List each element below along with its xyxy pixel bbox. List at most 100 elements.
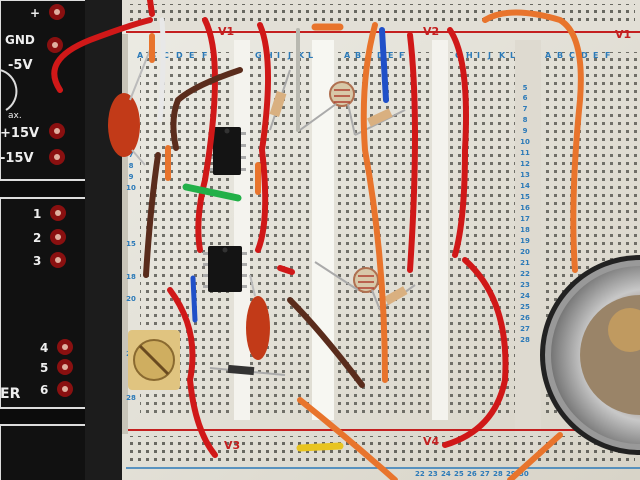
binding-post[interactable] bbox=[49, 123, 65, 139]
svg-text:8: 8 bbox=[129, 162, 134, 170]
svg-text:15: 15 bbox=[520, 193, 530, 201]
svg-text:28: 28 bbox=[520, 336, 530, 344]
panel-minus5-label: -5V bbox=[8, 58, 33, 73]
svg-text:K: K bbox=[499, 51, 506, 60]
svg-text:25: 25 bbox=[520, 303, 530, 311]
resistor bbox=[269, 69, 291, 131]
row-numbers-middle: 5 6 7 8 9 10 11 12 13 14 15 16 17 18 19 … bbox=[520, 84, 530, 344]
potentiometer[interactable] bbox=[128, 330, 180, 390]
photoresistor-lower bbox=[314, 261, 381, 311]
svg-text:27: 27 bbox=[520, 325, 530, 333]
knob-scale bbox=[0, 69, 18, 111]
svg-text:29: 29 bbox=[506, 470, 516, 478]
svg-text:26: 26 bbox=[467, 470, 477, 478]
svg-text:F: F bbox=[202, 51, 207, 60]
svg-text:24: 24 bbox=[520, 292, 530, 300]
svg-text:10: 10 bbox=[126, 184, 136, 192]
svg-text:6: 6 bbox=[523, 94, 528, 102]
wires-misc bbox=[157, 17, 389, 452]
capacitor-lower bbox=[246, 274, 270, 360]
panel-number-1: 1 bbox=[33, 207, 41, 221]
svg-text:A: A bbox=[545, 51, 552, 60]
red-wire bbox=[447, 27, 469, 258]
svg-text:B: B bbox=[355, 51, 361, 60]
svg-text:13: 13 bbox=[520, 171, 530, 179]
svg-text:23: 23 bbox=[428, 470, 438, 478]
rail-label-v1: V1 bbox=[218, 25, 234, 38]
svg-text:D: D bbox=[176, 51, 183, 60]
svg-text:28: 28 bbox=[126, 394, 136, 402]
svg-text:7: 7 bbox=[129, 151, 134, 159]
svg-text:20: 20 bbox=[126, 295, 136, 303]
svg-text:J: J bbox=[287, 51, 291, 60]
svg-text:18: 18 bbox=[126, 273, 136, 281]
wires-brown bbox=[143, 67, 365, 388]
red-wire bbox=[167, 287, 218, 458]
svg-text:25: 25 bbox=[454, 470, 464, 478]
binding-post[interactable] bbox=[57, 381, 73, 397]
svg-text:26: 26 bbox=[520, 314, 530, 322]
svg-text:17: 17 bbox=[520, 215, 530, 223]
svg-text:E: E bbox=[593, 51, 598, 60]
speaker bbox=[540, 255, 640, 455]
ic-chip-lower bbox=[203, 246, 247, 292]
svg-text:B: B bbox=[557, 51, 563, 60]
svg-text:21: 21 bbox=[520, 259, 530, 267]
panel-partial-word: ER bbox=[0, 386, 21, 402]
svg-text:G: G bbox=[255, 51, 262, 60]
binding-post[interactable] bbox=[49, 4, 65, 20]
panel-number-4: 4 bbox=[40, 341, 48, 355]
svg-text:I: I bbox=[477, 51, 480, 60]
svg-text:E: E bbox=[388, 51, 393, 60]
svg-text:8: 8 bbox=[523, 116, 528, 124]
red-wire bbox=[407, 32, 418, 273]
svg-text:28: 28 bbox=[493, 470, 503, 478]
svg-text:C: C bbox=[569, 51, 575, 60]
rail-label-v4: V4 bbox=[423, 435, 440, 448]
rail-label-v3: V3 bbox=[224, 439, 240, 452]
rail-label-v1-right: V1 bbox=[615, 28, 631, 41]
svg-text:H: H bbox=[466, 51, 473, 60]
rail-label-v2: V2 bbox=[423, 25, 439, 38]
svg-text:14: 14 bbox=[520, 182, 530, 190]
svg-text:27: 27 bbox=[480, 470, 490, 478]
column-letters-right: A B C D E F bbox=[545, 51, 610, 60]
svg-text:5: 5 bbox=[523, 84, 528, 92]
panel-gnd-label: GND bbox=[5, 33, 35, 47]
red-wire bbox=[195, 17, 218, 253]
binding-post[interactable] bbox=[50, 229, 66, 245]
svg-text:I: I bbox=[277, 51, 280, 60]
red-wire bbox=[442, 257, 509, 448]
panel-max-label: ax. bbox=[8, 111, 22, 121]
svg-text:10: 10 bbox=[520, 138, 530, 146]
bottom-numbers: 22 23 24 25 26 27 28 29 30 bbox=[415, 470, 529, 478]
svg-text:11: 11 bbox=[520, 149, 530, 157]
wires-orange bbox=[149, 9, 584, 480]
binding-post[interactable] bbox=[49, 149, 65, 165]
svg-text:18: 18 bbox=[520, 226, 530, 234]
svg-text:22: 22 bbox=[520, 270, 530, 278]
binding-post[interactable] bbox=[57, 359, 73, 375]
panel-number-6: 6 bbox=[40, 383, 48, 397]
svg-text:12: 12 bbox=[520, 160, 530, 168]
photoresistor-upper bbox=[299, 81, 356, 136]
wires-red bbox=[51, 0, 509, 458]
svg-text:22: 22 bbox=[415, 470, 425, 478]
diode bbox=[209, 364, 286, 376]
panel-number-5: 5 bbox=[40, 361, 48, 375]
panel-plus-label: + bbox=[30, 6, 40, 20]
svg-text:J: J bbox=[487, 51, 491, 60]
svg-text:A: A bbox=[137, 51, 144, 60]
binding-post[interactable] bbox=[50, 252, 66, 268]
svg-text:23: 23 bbox=[520, 281, 530, 289]
svg-text:F: F bbox=[399, 51, 404, 60]
binding-post[interactable] bbox=[50, 205, 66, 221]
svg-text:C: C bbox=[163, 51, 169, 60]
binding-post[interactable] bbox=[57, 339, 73, 355]
binding-post[interactable] bbox=[47, 37, 63, 53]
panel-plus15-label: +15V bbox=[0, 126, 39, 141]
panel-number-2: 2 bbox=[33, 231, 41, 245]
svg-text:K: K bbox=[298, 51, 305, 60]
power-panel: + GND -5V ax. +15V -15V 1 2 3 4 5 6 ER bbox=[0, 0, 125, 480]
